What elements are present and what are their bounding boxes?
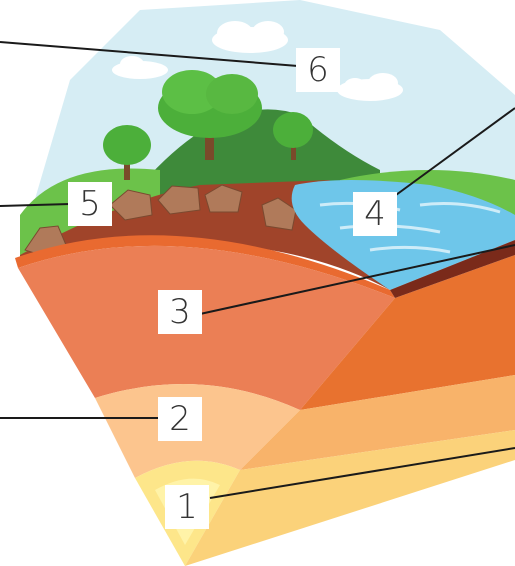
crust-band — [15, 235, 395, 298]
leader-line-6 — [0, 41, 299, 67]
label-6: 6 — [296, 48, 340, 92]
leader-line-1 — [209, 447, 515, 499]
leader-lines — [0, 41, 515, 499]
crust-side-edge — [390, 240, 515, 298]
outer-core-side — [240, 375, 515, 470]
label-3: 3 — [158, 290, 202, 334]
leader-line-5 — [0, 203, 71, 207]
label-1: 1 — [165, 485, 209, 529]
leader-line-4 — [395, 107, 515, 196]
mantle-side — [300, 255, 515, 410]
leader-line-3 — [199, 244, 515, 315]
label-4: 4 — [353, 192, 397, 236]
label-2: 2 — [158, 397, 202, 441]
water-body — [291, 180, 515, 290]
label-5: 5 — [68, 182, 112, 226]
mantle-front — [18, 245, 395, 410]
clouds — [112, 21, 403, 101]
inner-core-side — [185, 430, 515, 566]
trees — [103, 70, 313, 180]
